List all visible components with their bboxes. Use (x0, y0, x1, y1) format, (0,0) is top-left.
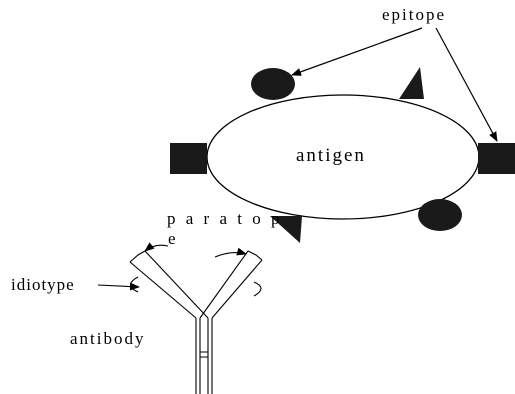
idiotype-label: idiotype (11, 276, 75, 293)
antigen-label: antigen (296, 146, 366, 165)
antibody-label: antibody (70, 330, 146, 347)
epitope-label: epitope (382, 6, 446, 23)
idiotype-curve-right (254, 282, 261, 296)
epitope-oval-bottom (418, 199, 462, 231)
epitope-triangle-top (399, 67, 424, 99)
epitope-arrow-left (292, 28, 422, 75)
idiotype-curve-left (131, 277, 139, 292)
epitope-square-right (478, 143, 515, 174)
paratope-arrow-left (145, 245, 168, 251)
epitope-oval-top (251, 68, 295, 100)
epitope-square-left (170, 143, 207, 174)
antibody-shape (130, 251, 262, 394)
paratope-label-line1: p a r a t o p (167, 210, 282, 227)
paratope-arrow-right (215, 253, 246, 257)
idiotype-arrow (98, 285, 139, 287)
paratope-label-line2: e (168, 230, 176, 247)
